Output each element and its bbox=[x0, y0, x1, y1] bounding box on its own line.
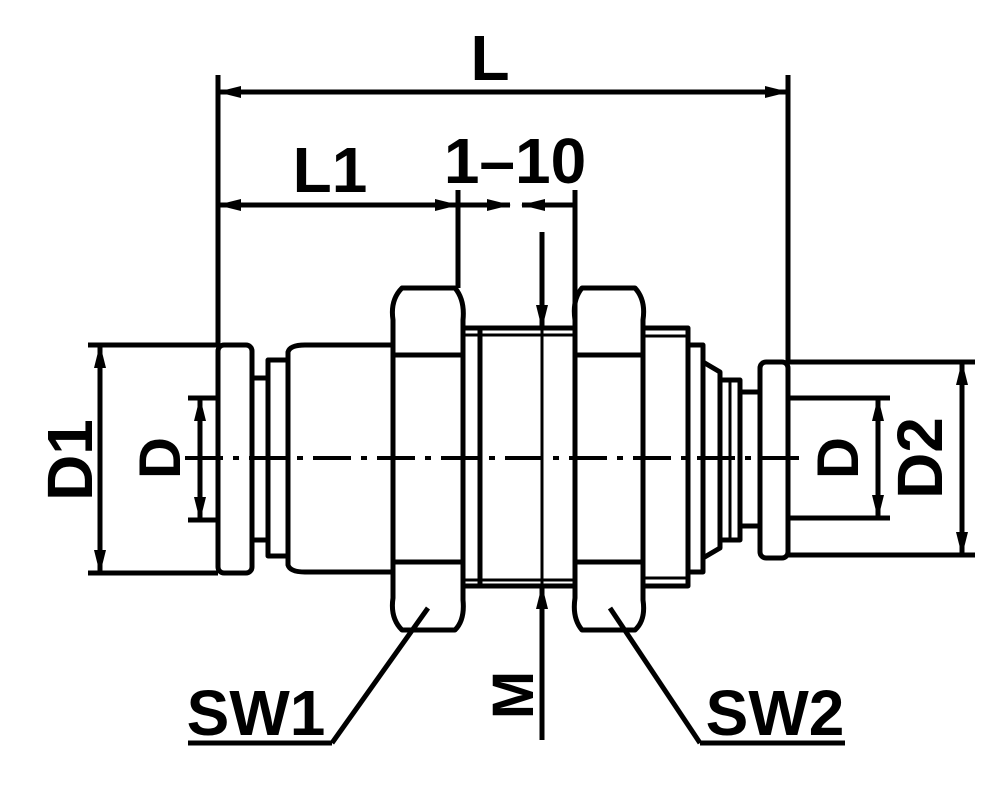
label-D-left: D bbox=[128, 437, 193, 479]
label-SW2: SW2 bbox=[706, 677, 845, 749]
label-thread-range: 1–10 bbox=[444, 125, 586, 197]
dimension-D1 bbox=[88, 342, 218, 576]
label-SW1: SW1 bbox=[187, 677, 326, 749]
dimension-L bbox=[215, 75, 791, 362]
dimension-D-left bbox=[188, 395, 218, 523]
label-D2: D2 bbox=[884, 417, 956, 499]
label-L: L bbox=[470, 22, 509, 94]
label-M: M bbox=[481, 671, 546, 719]
leader-SW2 bbox=[607, 606, 845, 746]
leader-SW1 bbox=[188, 606, 431, 746]
dimension-D2 bbox=[788, 359, 975, 558]
left-hex-nut bbox=[389, 285, 466, 633]
label-L1: L1 bbox=[293, 134, 368, 206]
dimension-panel-thickness bbox=[458, 190, 578, 328]
label-D-right: D bbox=[806, 437, 871, 479]
label-D1: D1 bbox=[34, 419, 106, 501]
right-taper bbox=[685, 342, 723, 575]
dimension-D-right bbox=[788, 395, 890, 521]
